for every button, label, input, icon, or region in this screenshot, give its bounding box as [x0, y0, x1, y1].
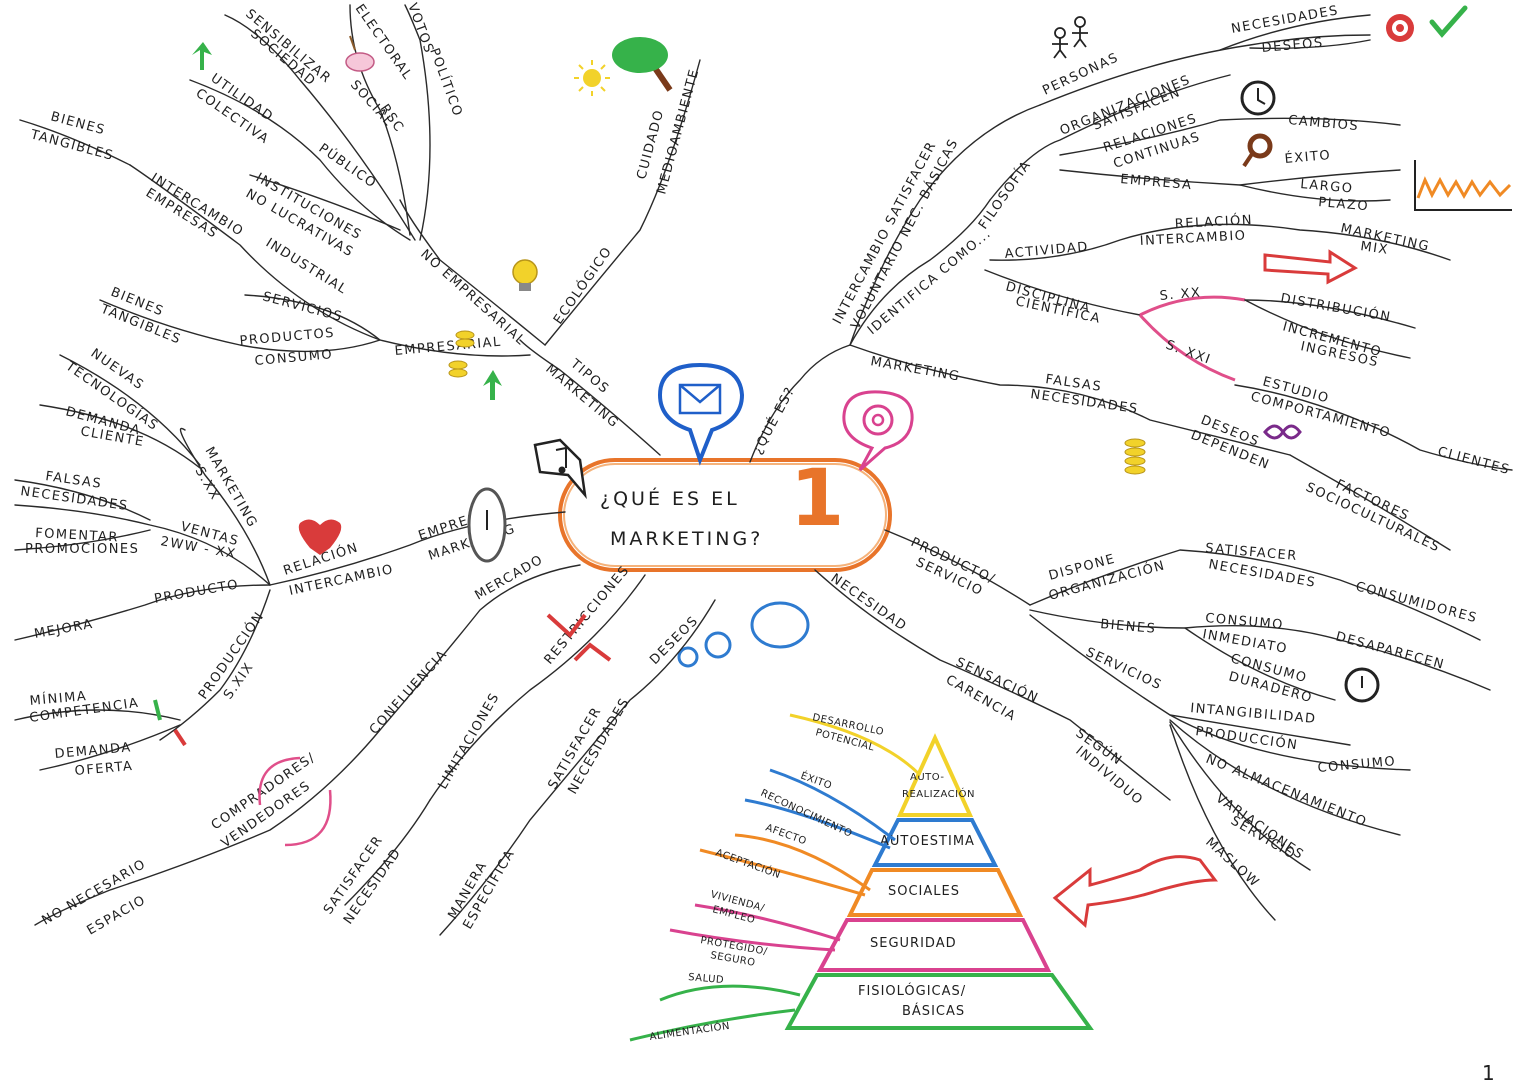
label-sensibilizar: SENSIBILIZAR [242, 7, 334, 87]
label-necesidades: NECESIDADES [1230, 3, 1340, 37]
label-actividad: ACTIVIDAD [1004, 240, 1089, 262]
at-sign-bubble-icon [842, 390, 914, 472]
label-productos: PRODUCTOS [239, 326, 336, 349]
label-oferta: OFERTA [74, 759, 134, 779]
label-servicios-e: SERVICIOS [261, 289, 344, 325]
label-personas: PERSONAS [1040, 50, 1121, 98]
center-title-line1: ¿QUÉ ES EL [600, 487, 740, 510]
label-largo: LARGO [1300, 177, 1354, 197]
people-icon [1052, 16, 1088, 59]
recycle-arrows-icon [258, 756, 332, 847]
checkmark-icon [1429, 5, 1468, 38]
label-cambios: CAMBIOS [1288, 113, 1360, 134]
label-confluencia: CONFLUENCIA [367, 647, 451, 738]
label-intercambio-r: INTERCAMBIO [1139, 228, 1246, 249]
center-title-line2: MARKETING? [610, 528, 763, 550]
clock-icon [1240, 80, 1276, 116]
unicorn-icon [345, 35, 375, 72]
label-socioculturales: SOCIOCULTURALES [1303, 480, 1442, 556]
music-note-bubble-icon [533, 438, 587, 500]
label-clientes: CLIENTES [1436, 444, 1512, 478]
label-necesidad: NECESIDAD [828, 571, 910, 635]
label-restricciones: RESTRICCIONES [542, 563, 633, 668]
infinity-icon [1263, 424, 1302, 440]
label-marketing-b: MARKETING [869, 354, 961, 385]
label-politico: POLÍTICO [426, 46, 466, 119]
maslow-pyramid: AUTO- REALIZACIÓN AUTOESTIMA SOCIALES SE… [629, 712, 1094, 1043]
big-red-arrow-icon [1052, 855, 1218, 928]
green-arrow-icon [483, 370, 502, 400]
pyramid-level-4: SEGURIDAD [870, 936, 957, 951]
pyramid-level-1a: AUTO- [910, 772, 945, 783]
pyr-salud: SALUD [688, 972, 725, 986]
thought-bubbles-icon [677, 601, 810, 668]
label-desaparecen: DESAPARECEN [1334, 629, 1446, 673]
chart-up-icon [1414, 160, 1512, 211]
label-maslow: MASLOW [1202, 835, 1262, 891]
center-number: 1 [790, 454, 844, 544]
label-promociones: PROMOCIONES [25, 542, 139, 557]
label-intercambio: INTERCAMBIO SATISFACER [830, 139, 940, 327]
pyr-afecto: AFECTO [764, 822, 808, 847]
pyr-alimentacion: ALIMENTACIÓN [649, 1019, 731, 1043]
label-fomentar: FOMENTAR [35, 526, 119, 545]
label-demanda-o: DEMANDA [54, 740, 132, 762]
lightbulb-icon [512, 259, 538, 291]
label-mix: MIX [1359, 239, 1389, 258]
red-arrow-icon [1263, 249, 1358, 285]
label-mejora: MEJORA [33, 617, 95, 642]
label-votos: VOTOS [404, 1, 436, 56]
label-no-necesario: NO NECESARIO [40, 857, 150, 929]
label-servicios: SERVICIOS [1083, 645, 1164, 693]
label-bienes-r: BIENES [1100, 617, 1157, 637]
label-distribucion: DISTRIBUCIÓN [1279, 290, 1392, 325]
target-icon [1386, 14, 1414, 42]
label-filosofia: FILOSOFÍA [975, 157, 1034, 232]
page-number: 1 [1482, 1061, 1495, 1085]
pyramid-level-3: SOCIALES [888, 884, 960, 899]
label-ecologico: ECOLÓGICO [550, 243, 615, 327]
pyramid-level-5b: BÁSICAS [902, 1003, 965, 1019]
label-producto: PRODUCTO [153, 577, 240, 607]
pyr-aceptacion: ACEPTACIÓN [714, 846, 783, 882]
watch-icon [467, 487, 507, 563]
tree-icon [612, 37, 673, 92]
pyramid-level-2: AUTOESTIMA [880, 834, 975, 849]
label-consumo-inmediato: CONSUMO [1205, 611, 1285, 633]
label-consumidores: CONSUMIDORES [1354, 579, 1479, 626]
label-necesidades-l: NECESIDADES [19, 484, 129, 514]
branch-mercado: MERCADO CONFLUENCIA COMPRADORES/ VENDEDO… [34, 552, 716, 938]
label-relacion-r: RELACIÓN [1174, 212, 1253, 232]
label-minima: MÍNIMA [29, 688, 88, 709]
label-que-es: ¿QUÉ ES? [749, 384, 798, 457]
center-node: ¿QUÉ ES EL MARKETING? 1 [558, 454, 892, 572]
green-up-arrow-icon [192, 42, 212, 70]
label-plazo: PLAZO [1318, 195, 1370, 214]
label-consumo-e: CONSUMO [254, 347, 334, 369]
label-exito: ÉXITO [1284, 147, 1332, 167]
coins-stack-icon [448, 330, 475, 378]
label-empresa: EMPRESA [1120, 172, 1193, 193]
label-deseos-l: DESEOS [647, 613, 702, 668]
heart-icon [298, 519, 342, 555]
magnifier-icon [1242, 133, 1273, 168]
label-deseos: DESEOS [1261, 36, 1324, 56]
label-consumo-p: CONSUMO [1317, 754, 1397, 776]
mail-bubble-icon [657, 362, 745, 466]
label-necesidades-n: NECESIDADES [1207, 557, 1317, 591]
pyramid-level-5a: FISIOLÓGICAS/ [858, 983, 966, 999]
stopwatch-icon [1344, 667, 1380, 703]
label-limitaciones: LIMITACIONES [435, 690, 503, 792]
coins-icon [1124, 438, 1146, 475]
label-s-xx: S. XX [1159, 285, 1202, 304]
label-s-xxi: S. XXI [1164, 338, 1213, 368]
up-down-arrows-icon [153, 699, 187, 747]
label-intangibilidad: INTANGIBILIDAD [1190, 701, 1317, 727]
pyramid-level-1b: REALIZACIÓN [902, 787, 975, 800]
red-chevrons-icon [546, 613, 612, 662]
sun-icon [574, 60, 610, 96]
